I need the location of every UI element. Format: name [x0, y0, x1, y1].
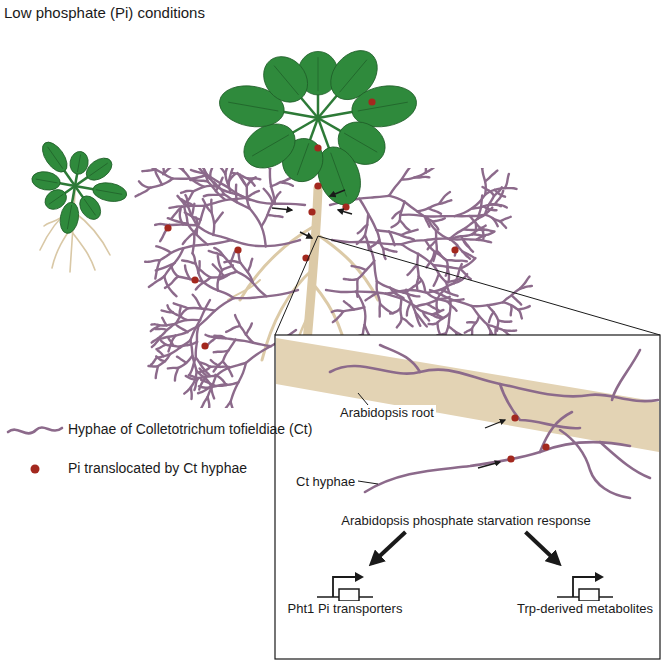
inset-phosphate-dots [507, 414, 549, 462]
gene-symbol [313, 567, 377, 601]
arrow-connector [372, 532, 405, 563]
legend-text: Hyphae of Colletotrichum tofieldiae (Ct) [68, 421, 312, 437]
node-text: Arabidopsis phosphate starvation respons… [341, 513, 590, 528]
flow-arrows [272, 190, 404, 350]
gene-node: Pht1 Pi transporters [285, 566, 406, 617]
leader-line [358, 393, 368, 405]
process-text: Arabidopsis phosphate starvation respons… [338, 512, 593, 529]
panel-title: Low phosphate (Pi) conditions [2, 4, 207, 21]
arrow-connector [525, 532, 558, 563]
gene-node: Trp-derived metabolites [514, 566, 656, 617]
leader-line [358, 481, 378, 484]
inset-root [276, 338, 659, 452]
legend-line-sample [8, 427, 62, 433]
small-plant [30, 138, 128, 272]
phosphate-dots [164, 98, 458, 353]
plant-rosette [216, 41, 420, 210]
legend-text: Pi translocated by Ct hyphae [68, 460, 247, 476]
part-label: Arabidopsis root [338, 405, 436, 420]
part-label: Ct hyphae [294, 474, 357, 489]
gene-symbol [553, 567, 617, 601]
legend-swatch [31, 465, 40, 474]
node-text: Pht1 Pi transporters [288, 601, 403, 616]
inset-panel [275, 335, 660, 659]
inset-flow-arrows [478, 420, 505, 468]
node-text: Trp-derived metabolites [517, 601, 653, 616]
inset-hyphae [330, 345, 658, 498]
zoom-line [318, 236, 660, 335]
zoom-line [275, 236, 318, 335]
